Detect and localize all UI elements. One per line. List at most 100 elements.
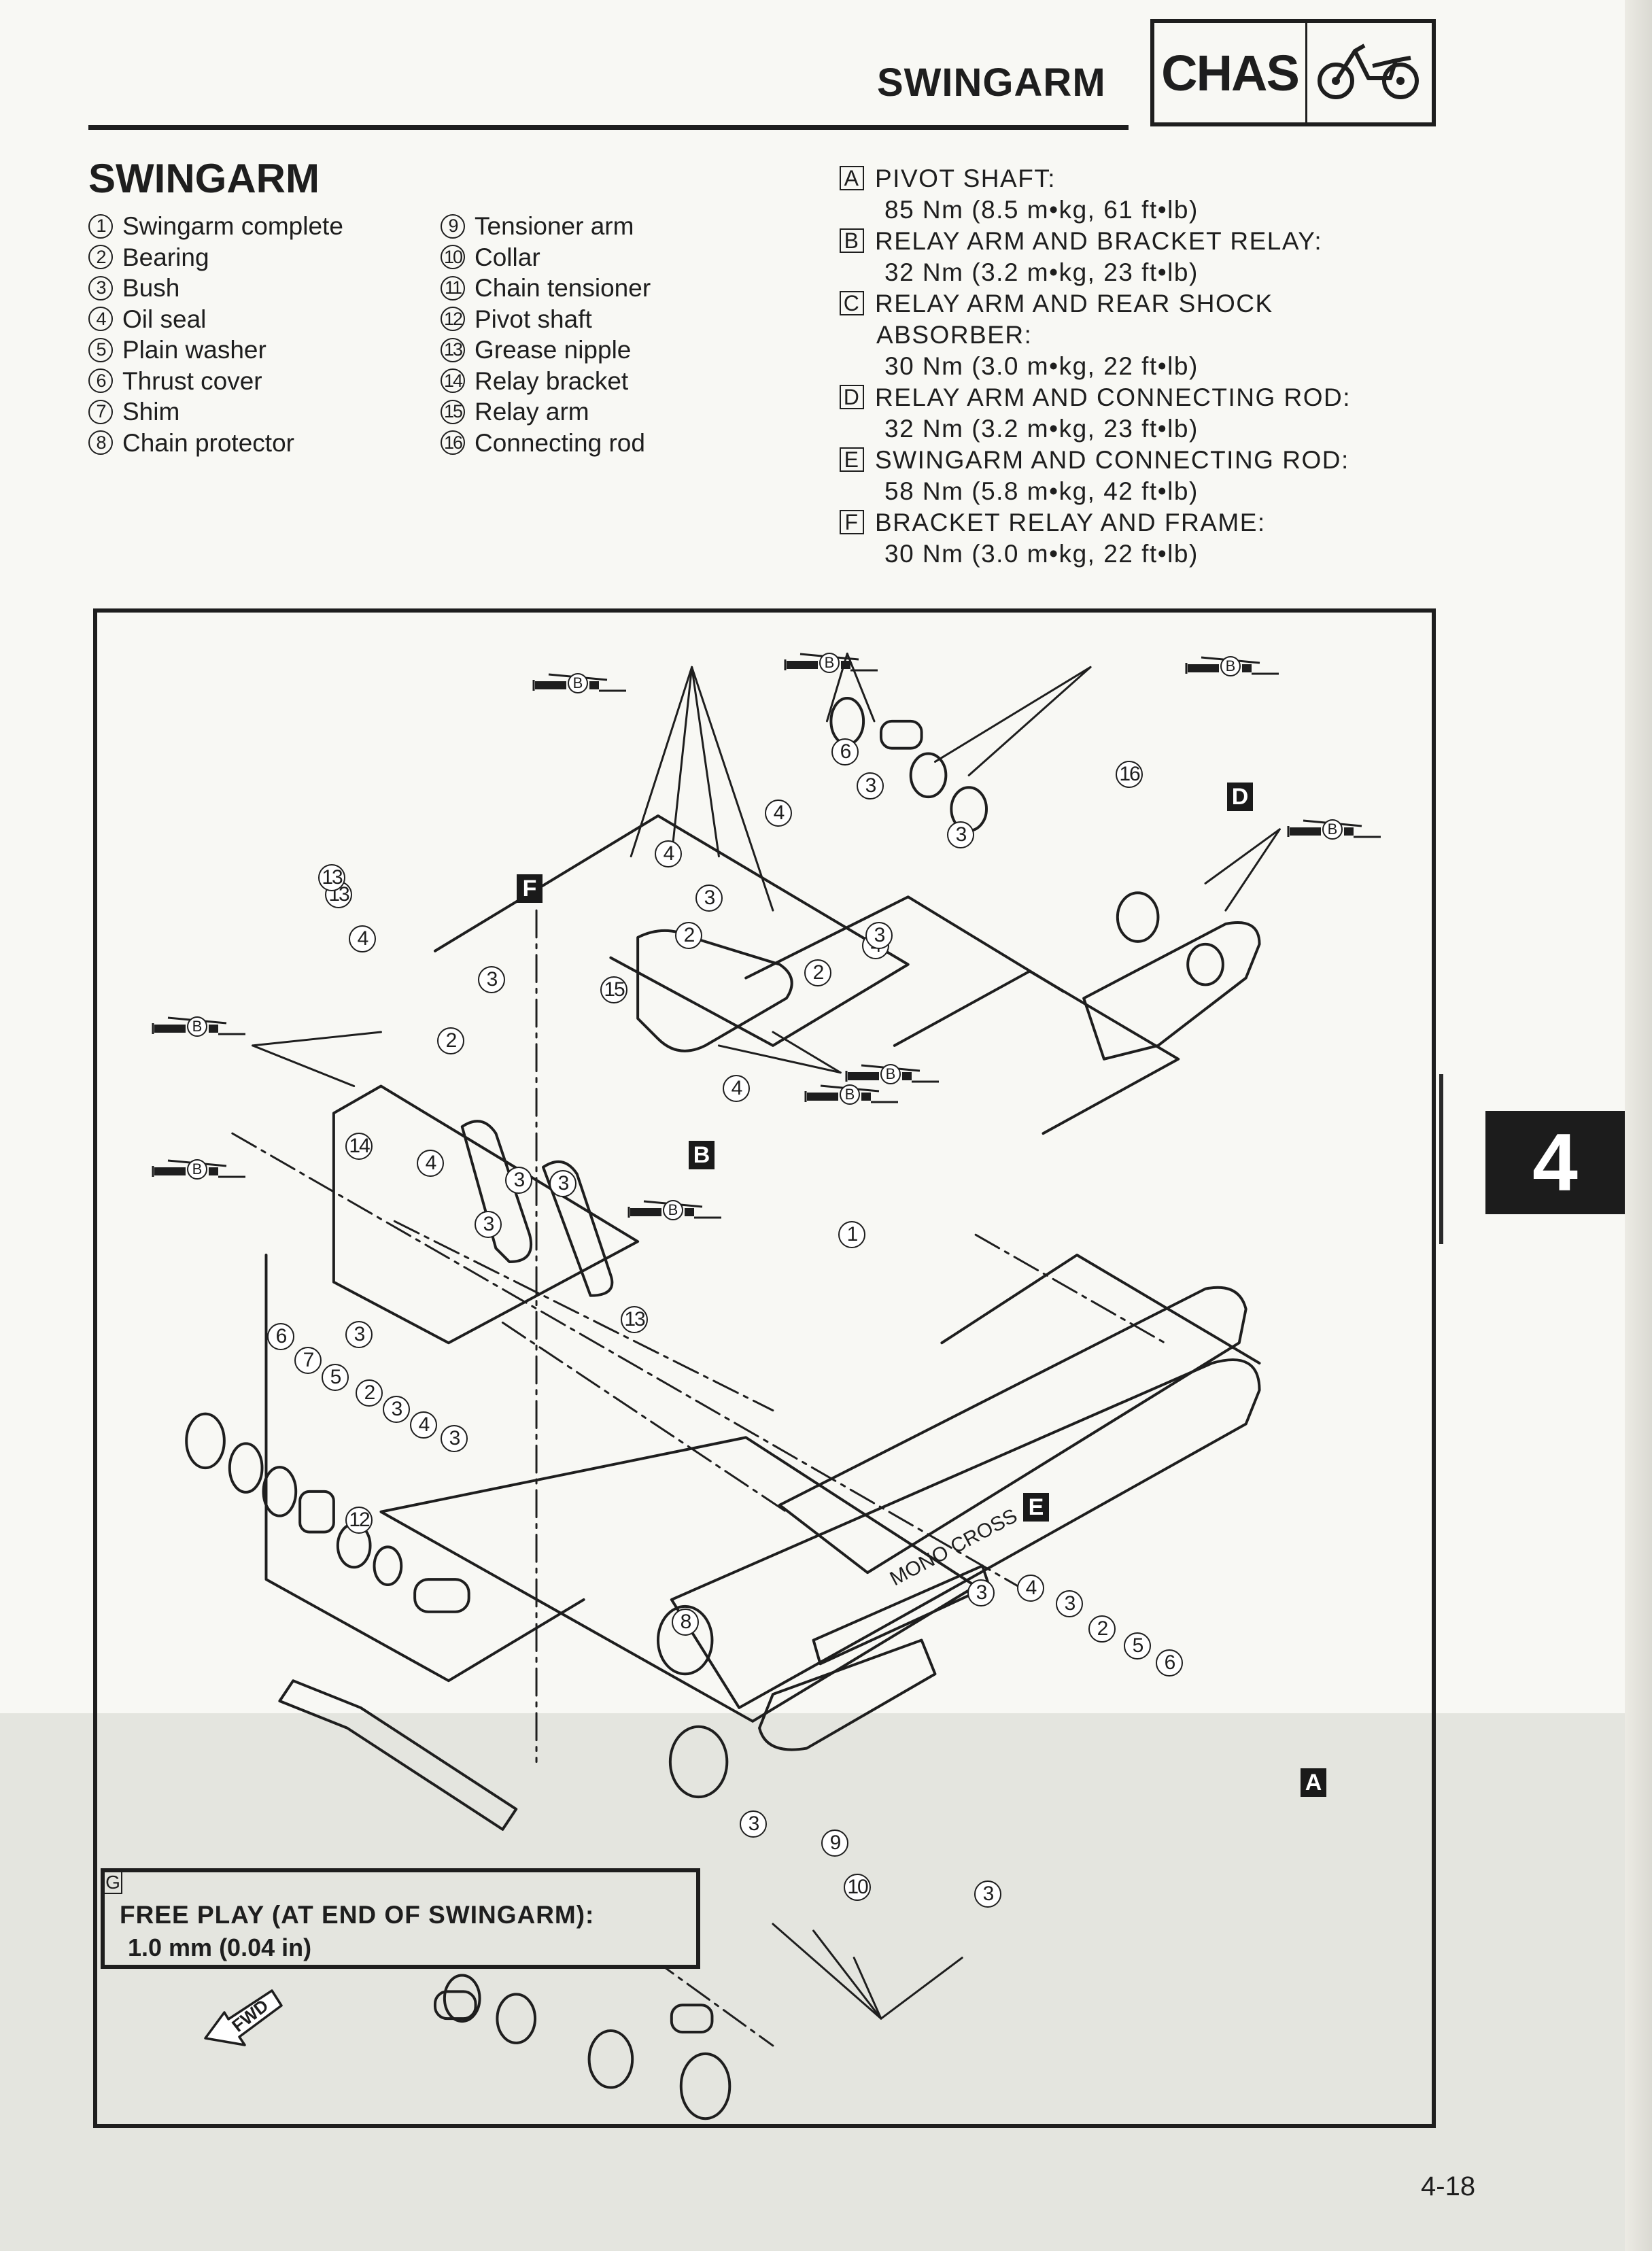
torque-label: RELAY ARM AND REAR SHOCK	[875, 290, 1273, 317]
chapter-badge: CHAS	[1150, 19, 1436, 126]
part-callout: 3	[947, 821, 974, 848]
torque-label: SWINGARM AND CONNECTING ROD:	[875, 446, 1349, 474]
header-rule	[88, 125, 1129, 130]
part-callout: 4	[417, 1150, 444, 1177]
torque-label: PIVOT SHAFT:	[875, 165, 1056, 192]
grease-letter: B	[187, 1016, 207, 1037]
legend-item: 2 Bearing	[88, 242, 343, 273]
part-callout: 3	[967, 1579, 995, 1606]
part-name: Grease nipple	[475, 336, 632, 364]
part-callout: 16	[1116, 761, 1143, 788]
part-name: Shim	[122, 398, 180, 426]
part-callout: 4	[1017, 1575, 1044, 1602]
part-name: Plain washer	[122, 336, 266, 364]
part-callout: 5	[1124, 1632, 1151, 1660]
torque-item: E SWINGARM AND CONNECTING ROD:	[840, 445, 1351, 476]
grease-gun-icon: B	[1185, 653, 1280, 681]
part-number: 10	[441, 245, 465, 270]
grease-gun-icon: B	[1287, 817, 1382, 844]
part-name: Collar	[475, 243, 540, 271]
torque-value: 30 Nm (3.0 m•kg, 22 ft•lb)	[884, 540, 1199, 568]
part-callout: 5	[322, 1364, 349, 1391]
grease-gun-icon: B	[627, 1197, 723, 1224]
torque-tag-e: E	[1023, 1493, 1049, 1522]
part-number: 14	[441, 368, 465, 394]
grease-gun-icon: B	[845, 1061, 940, 1088]
free-play-spec: G FREE PLAY (AT END OF SWINGARM): 1.0 mm…	[101, 1868, 700, 1969]
exploded-diagram: MONO CROSS 13631634431343152424324331433…	[93, 608, 1436, 2128]
part-callout: 1	[838, 1221, 865, 1248]
part-number: 4	[88, 307, 113, 332]
page-title: SWINGARM	[88, 156, 320, 201]
torque-letter: A	[840, 166, 864, 190]
torque-tag-b: B	[689, 1141, 715, 1169]
part-name: Bearing	[122, 243, 209, 271]
part-callout: 3	[549, 1170, 577, 1197]
part-number: 11	[441, 275, 465, 300]
torque-letter: D	[840, 385, 864, 409]
part-number: 2	[88, 245, 113, 270]
part-callout: 4	[410, 1411, 437, 1439]
part-callout: 3	[478, 966, 505, 993]
part-callout: 2	[804, 959, 831, 986]
torque-value: 30 Nm (3.0 m•kg, 22 ft•lb)	[884, 352, 1199, 380]
torque-value: 32 Nm (3.2 m•kg, 23 ft•lb)	[884, 415, 1199, 443]
part-number: 1	[88, 213, 113, 239]
grease-letter: B	[880, 1064, 901, 1084]
grease-letter: B	[663, 1200, 683, 1220]
part-callout: 8	[672, 1609, 699, 1636]
legend-item: 1 Swingarm complete	[88, 211, 343, 242]
free-play-value: 1.0 mm (0.04 in)	[128, 1934, 312, 1961]
header-section-title: SWINGARM	[877, 61, 1106, 105]
part-callout: 3	[345, 1321, 373, 1348]
grease-gun-icon: B	[784, 650, 879, 677]
part-callout: 13	[621, 1306, 648, 1333]
torque-letter: E	[840, 447, 864, 472]
part-callout: 3	[1056, 1590, 1083, 1617]
part-callout: 4	[723, 1075, 750, 1102]
part-name: Chain protector	[122, 428, 294, 457]
scan-shading	[0, 1713, 1652, 2251]
torque-letter: C	[840, 291, 864, 315]
part-name: Relay bracket	[475, 366, 629, 395]
part-callout: 15	[600, 976, 627, 1003]
part-callout: 2	[1088, 1615, 1116, 1643]
torque-tag-f: F	[517, 874, 543, 903]
part-callout: 12	[345, 1507, 373, 1534]
forward-arrow-icon: FWD	[197, 1985, 292, 2060]
part-callout: 2	[437, 1027, 464, 1054]
part-number: 12	[441, 307, 465, 332]
part-callout: 2	[675, 922, 702, 949]
part-callout: 4	[655, 840, 682, 867]
part-callout: 4	[349, 925, 376, 952]
part-callout: 6	[267, 1323, 294, 1350]
torque-item: A PIVOT SHAFT:	[840, 163, 1351, 194]
part-name: Oil seal	[122, 305, 207, 333]
page-edge	[1625, 0, 1652, 2251]
part-callout: 3	[740, 1810, 767, 1838]
part-callout: 3	[475, 1211, 502, 1238]
grease-gun-icon: B	[152, 1156, 247, 1184]
part-name: Connecting rod	[475, 428, 645, 457]
part-callout: 6	[831, 738, 859, 766]
chapter-tab: 4	[1485, 1111, 1625, 1214]
torque-value: 58 Nm (5.8 m•kg, 42 ft•lb)	[884, 477, 1199, 505]
torque-letter: F	[840, 510, 864, 534]
part-number: 3	[88, 275, 113, 300]
part-name: Tensioner arm	[475, 212, 634, 240]
grease-gun-icon: B	[152, 1014, 247, 1041]
part-name: Swingarm complete	[122, 212, 343, 240]
